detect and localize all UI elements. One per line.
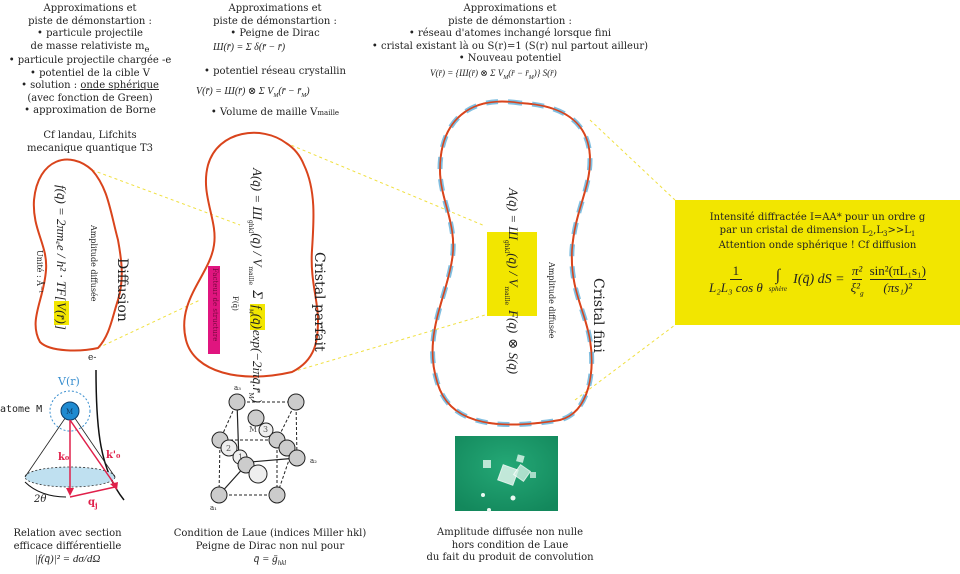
connector-line bbox=[574, 324, 676, 401]
lattice-a2-label: a₂ bbox=[310, 457, 317, 465]
diffusion-unit-label: Unité : Å⁻¹ bbox=[35, 250, 44, 294]
col1-reference: Cf landau, Lifchits mecanique quantique … bbox=[27, 130, 153, 154]
potential-label: V(r) bbox=[58, 375, 80, 388]
cone-edge bbox=[69, 410, 116, 478]
diffusion-amplitude-label: Amplitude diffusée bbox=[89, 225, 98, 302]
lattice-1-label: 1 bbox=[238, 453, 244, 462]
lattice-3-label: 3 bbox=[263, 425, 269, 434]
cristal-parfait-blob bbox=[183, 131, 320, 378]
lattice-a1-label: a₁ bbox=[210, 504, 217, 512]
electron-label: e- bbox=[88, 353, 97, 363]
finite-potential-formula: V(r̄) = {Ш(r̄) ⊗ Σ VM(r̄ − r̄M)} S(r̄) bbox=[430, 68, 557, 81]
lattice-m-label: M bbox=[249, 425, 258, 434]
col2-bullet2: • potentiel réseau crystallin bbox=[204, 66, 346, 77]
col1-heading: Approximations et piste de démonstartion… bbox=[8, 3, 172, 116]
col3-caption: Amplitude diffusée non nulle hors condit… bbox=[426, 527, 594, 563]
cristal-fini-title: Cristal fini bbox=[590, 278, 606, 353]
col3-heading: Approximations et piste de démonstartion… bbox=[371, 3, 649, 64]
k0-prime-label: k'₀ bbox=[106, 450, 121, 461]
connector-line bbox=[285, 142, 486, 227]
k0-label: k₀ bbox=[58, 452, 70, 463]
angle-label: 2θ bbox=[34, 494, 47, 505]
lattice-atom bbox=[268, 486, 286, 504]
intensity-formula: 1 L₂L₃ cos θ ∫ sphère I(q̄) dS = π² ξ²g … bbox=[709, 262, 926, 298]
angle-arc bbox=[24, 481, 67, 498]
intensity-box: Intensité diffractée I=AA* pour un ordre… bbox=[675, 200, 960, 325]
q-vector bbox=[69, 486, 116, 498]
diffusion-title: Diffusion bbox=[114, 258, 130, 322]
structure-factor-label: Facteur de structure bbox=[208, 266, 220, 354]
lattice-atom bbox=[248, 464, 268, 484]
lattice-atom bbox=[288, 449, 306, 467]
cristal-fini-formula: A(q̄) = Шghkl(q̄) / Vmaille F(q̄) ⊗ S(q̄… bbox=[502, 188, 521, 375]
cristal-fini-highlight bbox=[487, 232, 537, 316]
atom-label: atome M bbox=[0, 404, 43, 415]
lattice-2-label: 2 bbox=[226, 444, 232, 453]
structure-factor-symbol: F(q̄) bbox=[231, 296, 239, 311]
lattice-atom-3 bbox=[258, 422, 274, 438]
cristal-parfait-formula: A(q̄) = Шghkl(q̄) / Vmaille Σ fM(q̄)exp(… bbox=[246, 168, 265, 403]
crystal-potential-formula: V(r̄) = Ш(r̄) ⊗ Σ VM(r̄ − r̄M) bbox=[196, 86, 310, 99]
connector-lines bbox=[91, 119, 676, 401]
connector-line bbox=[97, 299, 201, 349]
q-label: qj bbox=[88, 497, 98, 510]
lattice-atom bbox=[228, 393, 246, 411]
scattering-diagram bbox=[24, 369, 125, 501]
lattice-diagram bbox=[210, 393, 306, 504]
potential-range bbox=[49, 390, 91, 432]
lattice-atom bbox=[247, 409, 265, 427]
k0-prime-vector bbox=[69, 419, 116, 486]
lattice-atom bbox=[210, 486, 228, 504]
cristal-parfait-title: Cristal parfait bbox=[311, 252, 327, 352]
connector-line bbox=[589, 119, 676, 201]
lattice-atom bbox=[287, 393, 305, 411]
lattice-a3-label: a₃ bbox=[234, 384, 241, 392]
col2-bullet3: • Volume de maille Vmaille bbox=[210, 107, 340, 118]
dirac-comb-formula: Ш(r̄) = Σ δ(r̄ − r̄) bbox=[213, 42, 286, 53]
connector-line bbox=[91, 169, 241, 226]
col2-heading: Approximations et piste de démonstartion… bbox=[213, 3, 337, 39]
cristal-fini-amplitude-label: Amplitude diffusée bbox=[547, 262, 556, 339]
lattice-atom-2 bbox=[220, 439, 238, 457]
crystal-photo bbox=[455, 436, 558, 512]
cone-edge bbox=[24, 410, 71, 478]
diffusion-blob bbox=[32, 158, 123, 352]
atom-letter: M bbox=[66, 408, 74, 416]
col2-caption: Condition de Laue (indices Miller hkl) P… bbox=[173, 528, 367, 568]
col1-caption: Relation avec section efficace différent… bbox=[13, 528, 122, 565]
diffusion-formula: f(q̄) = 2πmₑe / h² · TF[V(r̄)] bbox=[54, 185, 69, 330]
